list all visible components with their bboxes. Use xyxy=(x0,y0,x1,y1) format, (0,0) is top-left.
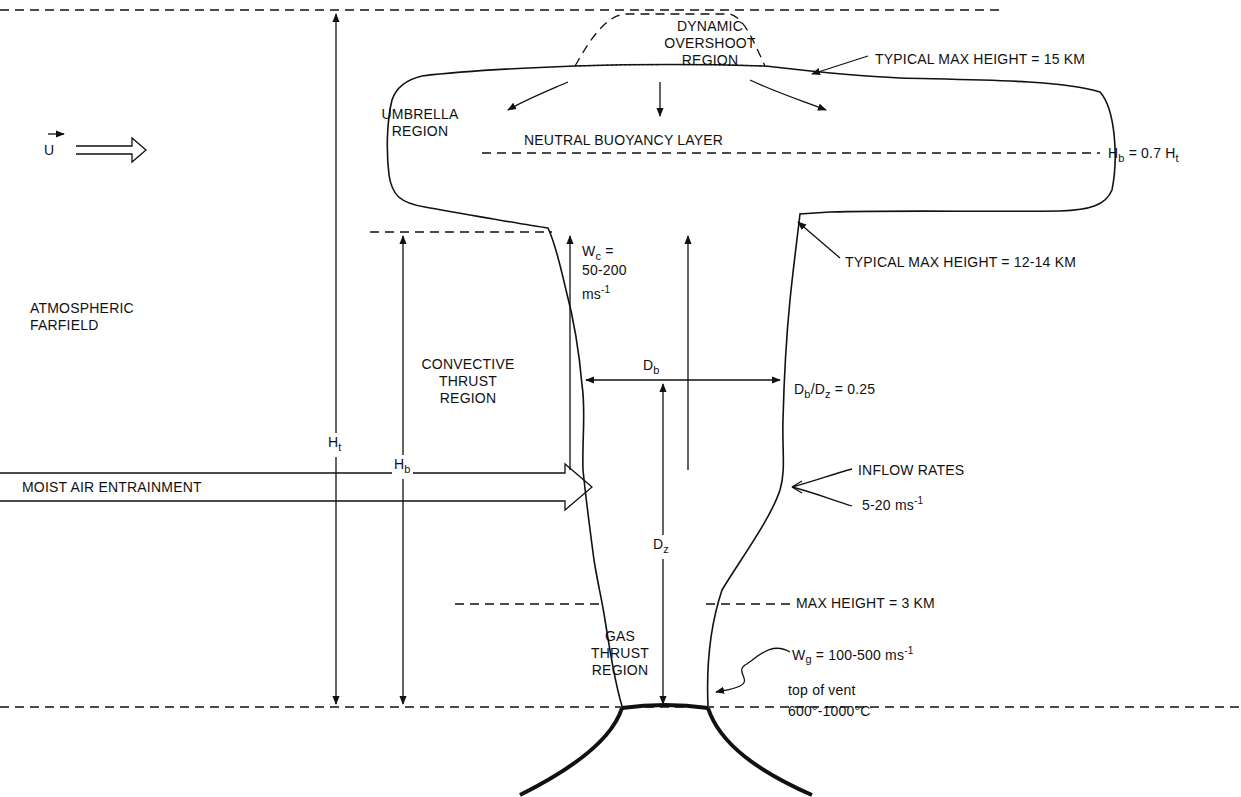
diagram-label: GAS THRUST REGION xyxy=(591,628,649,678)
diagram-label: H xyxy=(1108,145,1118,161)
diagram-label: W xyxy=(582,243,595,259)
label-group: top of vent xyxy=(788,682,856,699)
label-group: NEUTRAL BUOYANCY LAYER xyxy=(524,132,723,149)
diagram-label: CONVECTIVE THRUST REGION xyxy=(421,356,514,406)
label-group: 5-20 ms-1 xyxy=(862,492,923,514)
label-group: ATMOSPHERIC FARFIELD xyxy=(30,300,140,334)
label-group: MAX HEIGHT = 3 KM xyxy=(796,595,935,612)
diagram-label: z xyxy=(825,388,831,400)
label-group: Db/Dz = 0.25 xyxy=(794,381,875,403)
diagram-label: 50-200 xyxy=(582,262,627,278)
diagram-label: NEUTRAL BUOYANCY LAYER xyxy=(524,132,723,148)
label-group: U xyxy=(44,142,54,159)
diagram-label: UMBRELLA REGION xyxy=(381,106,458,139)
diagram-label: 600°-1000°C xyxy=(788,703,871,719)
diagram-label: W xyxy=(792,647,805,663)
wind-vector-arrow xyxy=(76,138,146,162)
plume-outline xyxy=(387,65,1115,707)
diagram-label: DYNAMIC OVERSHOOT REGION xyxy=(664,18,755,68)
label-group: TYPICAL MAX HEIGHT = 12-14 KM xyxy=(845,254,1076,271)
diagram-label: g xyxy=(805,653,811,665)
diagram-label: -1 xyxy=(914,495,923,506)
diagram-label: MOIST AIR ENTRAINMENT xyxy=(22,479,202,495)
diagram-label: b xyxy=(653,364,659,376)
diagram-label: b xyxy=(804,388,810,400)
label-group: Dz xyxy=(651,535,671,559)
label-group: UMBRELLA REGION xyxy=(375,106,465,140)
label-group: Wg = 100-500 ms-1 xyxy=(792,642,913,668)
diagram-label: top of vent xyxy=(788,682,856,698)
volcano-cone xyxy=(520,708,812,795)
diagram-label: TYPICAL MAX HEIGHT = 12-14 KM xyxy=(845,254,1076,270)
label-group: Hb xyxy=(392,455,413,479)
label-group: TYPICAL MAX HEIGHT = 15 KM xyxy=(875,51,1085,68)
diagram-label: ATMOSPHERIC FARFIELD xyxy=(30,300,134,333)
vent-top xyxy=(622,705,708,708)
diagram-label: D xyxy=(643,357,653,373)
label-group: CONVECTIVE THRUST REGION xyxy=(413,356,523,407)
diagram-label: c xyxy=(595,250,601,262)
diagram-label: MAX HEIGHT = 3 KM xyxy=(796,595,935,611)
label-group: Wc = xyxy=(582,243,614,265)
diagram-label: ms xyxy=(582,286,601,302)
diagram-label: = 100-500 ms xyxy=(816,647,904,663)
label-group: DYNAMIC OVERSHOOT REGION xyxy=(655,18,765,69)
diagram-label: INFLOW RATES xyxy=(858,462,964,478)
label-group: ms-1 xyxy=(582,281,610,303)
label-group: GAS THRUST REGION xyxy=(580,628,660,679)
diagram-label: TYPICAL MAX HEIGHT = 15 KM xyxy=(875,51,1085,67)
diagram-label: 5-20 ms xyxy=(862,497,914,513)
label-group: 50-200 xyxy=(582,262,627,279)
diagram-label: z xyxy=(663,543,669,555)
diagram-label: D xyxy=(653,536,663,552)
diagram-label: = xyxy=(605,243,613,259)
label-group: Hb = 0.7 Ht xyxy=(1108,145,1179,167)
label-group: INFLOW RATES xyxy=(858,462,964,479)
diagram-label: D xyxy=(794,381,804,397)
diagram-label: -1 xyxy=(601,284,610,295)
diagram-label: = 0.25 xyxy=(835,381,876,397)
label-group: Ht xyxy=(326,433,344,457)
diagram-label: b xyxy=(1118,152,1124,164)
diagram-label: H xyxy=(394,456,404,472)
label-group: Db xyxy=(643,357,660,379)
diagram-label: /D xyxy=(811,381,825,397)
diagram-label: t xyxy=(1176,152,1179,164)
diagram-label: = 0.7 H xyxy=(1129,145,1176,161)
diagram-label: U xyxy=(44,142,54,158)
label-group: 600°-1000°C xyxy=(788,703,871,720)
label-group: MOIST AIR ENTRAINMENT xyxy=(22,479,202,496)
diagram-label: b xyxy=(404,463,410,475)
diagram-label: -1 xyxy=(904,645,913,656)
diagram-label: t xyxy=(338,441,341,453)
entrainment-arrow xyxy=(0,464,592,510)
diagram-label: H xyxy=(328,434,338,450)
